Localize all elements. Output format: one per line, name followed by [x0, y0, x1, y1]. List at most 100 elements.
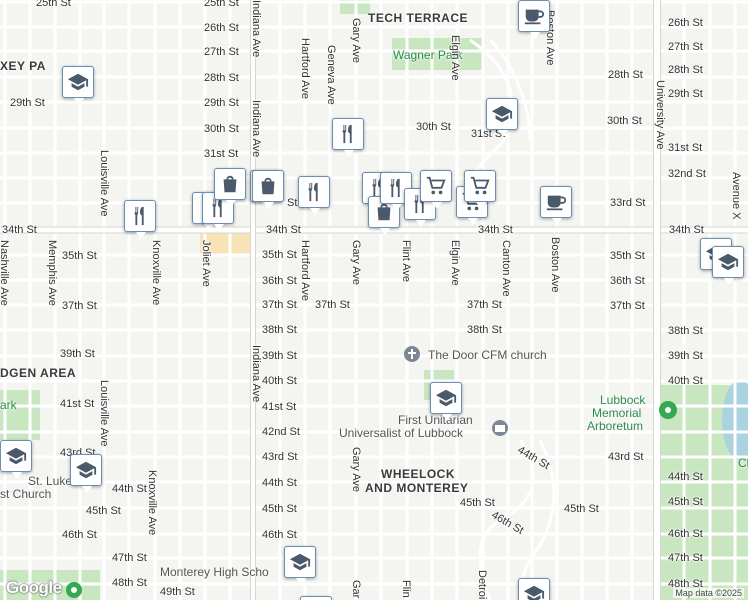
- park-label-arboretum-1: Lubbock: [600, 393, 646, 407]
- shopping-bag-icon: [257, 175, 279, 197]
- street-label: 36th St: [262, 275, 297, 287]
- google-logo: Google: [6, 578, 62, 597]
- map-pin-school[interactable]: [284, 546, 316, 585]
- street-label: 28th St: [668, 64, 703, 76]
- shopping-cart-icon: [425, 175, 447, 197]
- street-label-vertical: Elgin Ave: [449, 240, 461, 286]
- street-label: 44th St: [262, 477, 297, 489]
- street-label-vertical: Joliet Ave: [200, 240, 212, 287]
- cafe-icon: [545, 191, 567, 213]
- street-label-vertical: Knoxville Ave: [150, 240, 162, 306]
- highlight-block: [200, 232, 250, 254]
- map-pin-school[interactable]: [70, 454, 102, 493]
- poi-label-unitarian-1[interactable]: First Unitarian: [398, 413, 473, 427]
- street-label: 25th St: [36, 0, 71, 9]
- poi-label-church[interactable]: The Door CFM church: [428, 348, 547, 362]
- street-label-vertical: Elgin Ave: [449, 35, 461, 81]
- street-label-vertical: Flin: [400, 580, 412, 598]
- street-label-vertical: Memphis Ave: [46, 240, 58, 306]
- cafe-icon: [523, 5, 545, 27]
- street-label: 37th St: [62, 300, 97, 312]
- street-label: 48th St: [112, 577, 147, 589]
- map-pin-shopping-bag[interactable]: [214, 168, 246, 207]
- street-label: 45th St: [86, 505, 121, 517]
- street-label: 28th St: [204, 72, 239, 84]
- street-label: 45th St: [262, 503, 297, 515]
- map-pin-shopping-cart[interactable]: [464, 170, 496, 209]
- street-label-vertical: Canton Ave: [500, 240, 512, 297]
- street-label: 25th St: [204, 0, 239, 9]
- street-label: 48th St: [668, 578, 703, 590]
- street-label: 43rd St: [262, 451, 298, 463]
- school-icon: [491, 103, 513, 125]
- park-label-left: ark: [0, 398, 17, 412]
- street-label: 44th St: [112, 483, 147, 495]
- street-label: 46th St: [62, 529, 97, 541]
- street-label-vertical: Geneva Ave: [325, 45, 337, 105]
- map-pin-restaurant[interactable]: [298, 176, 330, 215]
- street-label: 35th St: [610, 250, 645, 262]
- restaurant-icon: [385, 177, 407, 199]
- map-pin-restaurant[interactable]: [124, 200, 156, 239]
- street-label: 44th St: [668, 471, 703, 483]
- street-label-vertical: Knoxville Ave: [146, 470, 158, 536]
- street-label: 46th St: [262, 529, 297, 541]
- map-pin-restaurant[interactable]: [332, 118, 364, 157]
- map-pin-school[interactable]: [0, 440, 32, 479]
- street-label: 35th St: [62, 250, 97, 262]
- street-label: 39th St: [262, 350, 297, 362]
- poi-label-stlukes-2[interactable]: st Church: [0, 487, 52, 501]
- street-label: 49th St: [160, 586, 195, 598]
- street-label-vertical: Detroi: [476, 570, 488, 600]
- map-pin-shopping-cart[interactable]: [420, 170, 452, 209]
- street-label: 34th St: [669, 224, 704, 236]
- street-label-vertical: Gary Ave: [350, 447, 362, 493]
- map-pin-school[interactable]: [62, 66, 94, 105]
- street-label: 38th St: [668, 325, 703, 337]
- area-label-tech-terrace: TECH TERRACE: [368, 11, 469, 25]
- street-label: 41st St: [60, 398, 95, 410]
- street-label: 37th St: [262, 299, 297, 311]
- poi-label-monterey[interactable]: Monterey High Scho: [160, 565, 269, 579]
- street-label: 30th St: [204, 123, 239, 135]
- street-label-vertical: Hartford Ave: [299, 38, 311, 99]
- street-label-vertical: Nashville Ave: [0, 240, 10, 306]
- street-label-vertical: University Ave: [654, 80, 666, 150]
- street-label: 47th St: [112, 552, 147, 564]
- park-label-wagner: Wagner Park: [393, 48, 463, 62]
- street-label: 45th St: [564, 503, 599, 515]
- street-label: 34th St: [2, 224, 37, 236]
- map-pin-shopping-bag[interactable]: [252, 170, 284, 209]
- map-pin-cafe[interactable]: [300, 596, 332, 600]
- street-label: 29th St: [668, 88, 703, 100]
- street-label-vertical: Indiana Ave: [250, 100, 262, 158]
- restaurant-icon: [129, 205, 151, 227]
- street-label: 29th St: [204, 97, 239, 109]
- map-pin-school[interactable]: [518, 578, 550, 600]
- street-label-vertical: Louisville Ave: [98, 150, 110, 217]
- map-attribution[interactable]: Map data ©2025: [673, 588, 744, 598]
- map-pin-cafe[interactable]: [518, 0, 550, 39]
- shopping-cart-icon: [469, 175, 491, 197]
- street-label-vertical: Indiana Ave: [250, 0, 262, 58]
- map-pin-school[interactable]: [712, 246, 744, 285]
- area-label-maxey-park: XEY PA: [0, 59, 46, 73]
- map-pin-school[interactable]: [430, 382, 462, 421]
- street-label-vertical: Hartford Ave: [299, 240, 311, 301]
- area-label-wheelock: WHEELOCK: [381, 467, 455, 481]
- poi-label-stlukes-1[interactable]: St. Luke's: [28, 474, 81, 488]
- street-label-vertical: Gary Ave: [350, 18, 362, 64]
- map-pin-cafe[interactable]: [540, 186, 572, 225]
- street-label: 35th St: [262, 249, 297, 261]
- street-label: 31st St: [471, 128, 506, 140]
- poi-label-unitarian-2[interactable]: Universalist of Lubbock: [339, 426, 464, 440]
- restaurant-icon: [337, 123, 359, 145]
- street-label: 36th St: [610, 275, 645, 287]
- map-pin-school[interactable]: [486, 98, 518, 137]
- street-label: 26th St: [204, 22, 239, 34]
- street-label: 31st St: [204, 148, 239, 160]
- street-label: 31st St: [668, 142, 703, 154]
- street-label-vertical: Gar: [350, 580, 362, 599]
